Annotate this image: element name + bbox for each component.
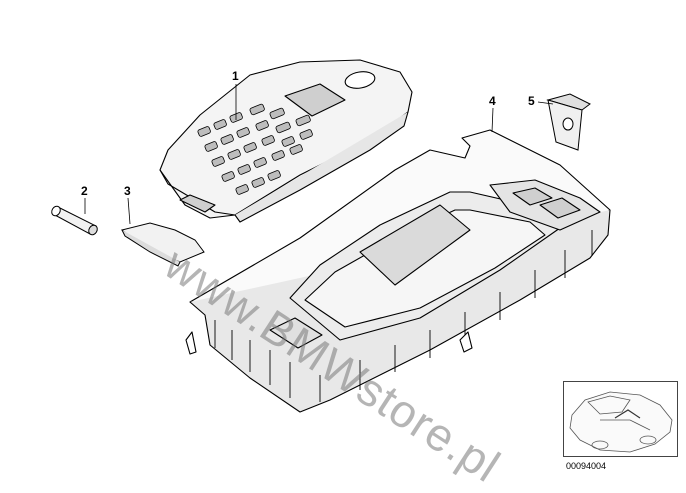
holder-tray-part-4[interactable] <box>185 129 611 413</box>
handset-part-1[interactable] <box>159 59 413 223</box>
tray-ribs <box>214 230 593 402</box>
pin-part-2[interactable] <box>50 205 99 237</box>
callout-3: 3 <box>124 184 131 198</box>
callout-5: 5 <box>528 94 535 108</box>
callout-2: 2 <box>81 184 88 198</box>
cover-part-3[interactable] <box>120 222 205 267</box>
diagram-code: 00094004 <box>566 461 607 471</box>
callout-4: 4 <box>489 94 496 108</box>
car-thumbnail-icon <box>569 391 673 453</box>
clip-part-5[interactable] <box>546 93 591 151</box>
callout-1: 1 <box>232 69 239 83</box>
keypad-keys <box>197 103 313 195</box>
leader-lines <box>84 84 554 225</box>
thumbnail-frame <box>563 381 678 457</box>
